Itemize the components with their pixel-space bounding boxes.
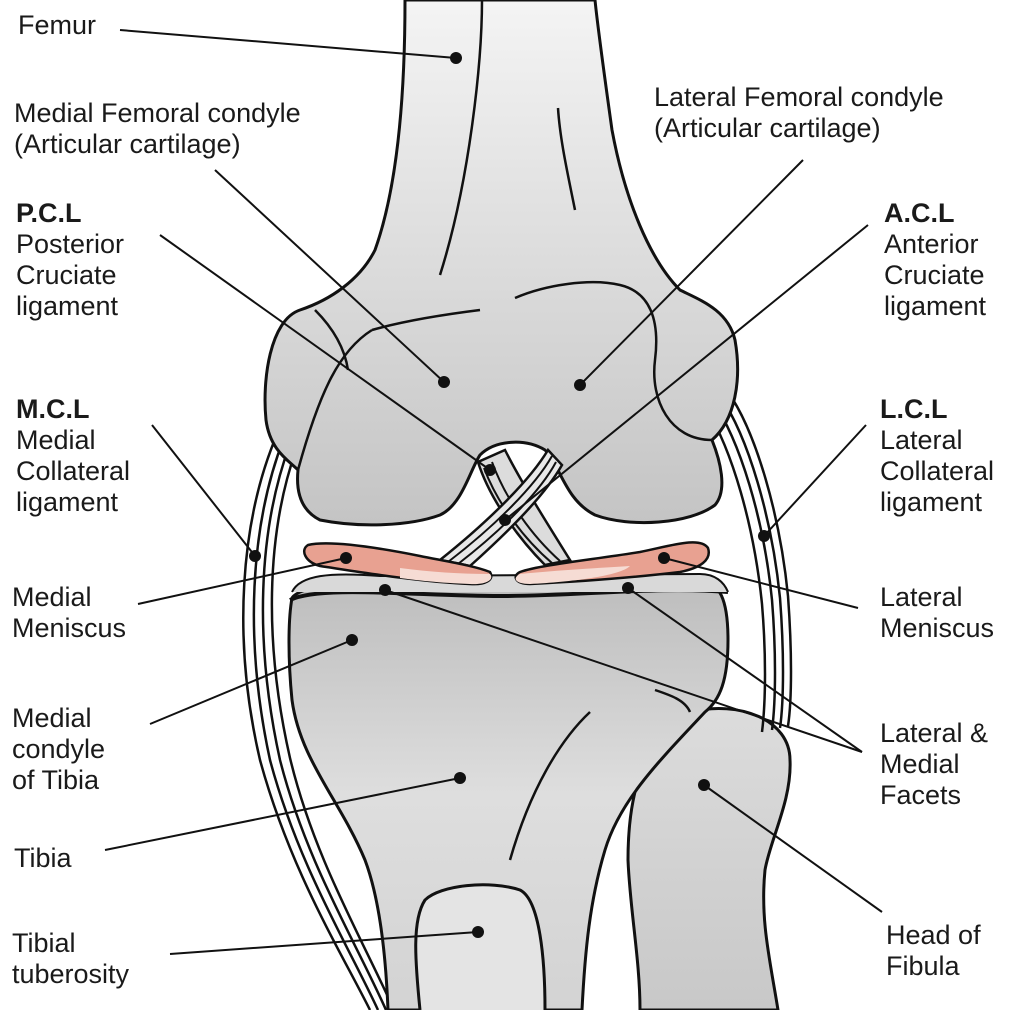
marker-lateral-femoral-condyle [574,379,586,391]
fibula [626,707,792,1010]
lcl-ligament [704,391,793,733]
label-lateral-meniscus: Lateral Meniscus [880,582,995,643]
marker-head-fibula [698,779,710,791]
marker-medial-condyle-tibia [346,634,358,646]
marker-medial-femoral-condyle [438,376,450,388]
label-facets: Lateral & Medial Facets [880,718,989,810]
marker-tibia [454,772,466,784]
marker-lateral-facet [622,582,634,594]
marker-femur [450,52,462,64]
label-medial-meniscus: Medial Meniscus [12,582,127,643]
label-medial-condyle-tibia: Medial condyle of Tibia [12,703,106,795]
label-pcl: P.C.L Posterior Cruciate ligament [16,198,125,321]
label-acl: A.C.L Anterior Cruciate ligament [884,198,987,321]
marker-pcl [484,464,496,476]
mcl-ligament [242,431,396,1010]
marker-acl [499,514,511,526]
label-femur: Femur [18,10,97,40]
marker-lcl [758,530,770,542]
marker-medial-meniscus [340,552,352,564]
label-markers [249,52,770,938]
label-tibia: Tibia [14,843,72,873]
marker-tibial-tuberosity [472,926,484,938]
marker-lateral-meniscus [658,552,670,564]
label-lcl: L.C.L Lateral Collateral ligament [880,394,995,517]
label-head-fibula: Head of Fibula [886,920,981,981]
leader-lines [104,29,883,955]
marker-mcl [249,550,261,562]
tibial-tuberosity-shape [414,883,547,1010]
marker-medial-facet [379,584,391,596]
label-medial-femoral-condyle: Medial Femoral condyle (Articular cartil… [14,98,301,159]
label-tibial-tuberosity: Tibial tuberosity [12,928,130,989]
label-mcl: M.C.L Medial Collateral ligament [16,394,131,517]
femur-bone [263,0,740,527]
label-lateral-femoral-condyle: Lateral Femoral condyle (Articular carti… [654,82,944,143]
